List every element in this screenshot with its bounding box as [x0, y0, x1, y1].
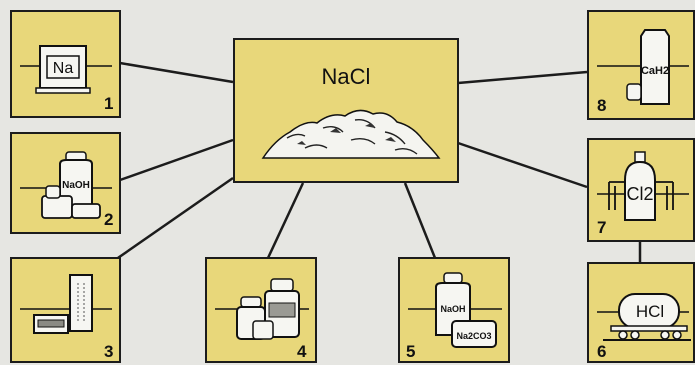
calcium-package-icon: CaH2 [597, 29, 689, 105]
product-box-1: Na 1 [10, 10, 121, 118]
cl2-label: Cl2 [626, 184, 653, 204]
product-number-2: 2 [104, 210, 114, 229]
soda-jars-icon: NaOH Na2CO3 [408, 272, 502, 348]
connector-5 [403, 182, 437, 259]
salt-pile-icon [261, 109, 441, 159]
product-box-7: Cl2 7 [587, 138, 695, 242]
product-number-3: 3 [104, 342, 114, 361]
product-box-2: NaOH 2 [10, 132, 121, 234]
reagent-packages-icon [20, 274, 112, 334]
nacl-label: NaCl [321, 64, 371, 89]
nacl-center-box: NaCl [233, 38, 459, 183]
product-box-5: NaOH Na2CO3 5 [398, 257, 510, 363]
product-box-6: HCl 6 [587, 262, 695, 363]
hcl-label: HCl [636, 302, 664, 321]
connector-8 [457, 70, 588, 85]
product-box-8: CaH2 8 [587, 10, 695, 120]
hcl-tank-car-icon: HCl [597, 293, 691, 341]
soda-label-b: Na2CO3 [456, 331, 491, 341]
connector-7 [457, 141, 588, 189]
connector-3 [114, 176, 234, 262]
chemical-jars-icon [215, 278, 309, 340]
connector-2 [119, 138, 234, 182]
product-number-1: 1 [104, 94, 114, 113]
connector-4 [266, 182, 305, 259]
product-box-3: 3 [10, 257, 121, 363]
product-number-5: 5 [406, 342, 416, 361]
cah2-label: CaH2 [641, 65, 669, 77]
connector-1 [119, 61, 234, 84]
product-number-7: 7 [597, 218, 607, 237]
na-label: Na [53, 60, 74, 77]
product-box-4: 4 [205, 257, 317, 363]
naoh-jars-icon: NaOH [20, 151, 112, 219]
naoh-label: NaOH [62, 180, 90, 191]
soda-label-a: NaOH [440, 304, 465, 314]
product-number-4: 4 [297, 342, 307, 361]
sodium-tin-icon: Na [20, 45, 112, 94]
chlorine-cylinder-icon: Cl2 [597, 151, 689, 221]
product-number-6: 6 [597, 342, 607, 361]
product-number-8: 8 [597, 96, 607, 115]
